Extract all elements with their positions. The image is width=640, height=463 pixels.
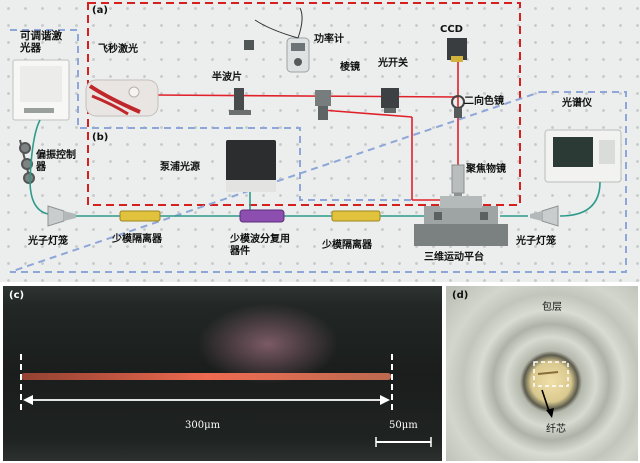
- box-b: [9, 29, 627, 273]
- waveguide-drawing: [20, 304, 432, 447]
- label-wdm: 少模波分复用器件: [230, 234, 290, 257]
- polarization-controller-device: [19, 139, 35, 184]
- fibers: [29, 119, 601, 217]
- panel-label-a: (a): [92, 5, 108, 16]
- label-stage3d: 三维运动平台: [424, 252, 484, 263]
- box-a: [87, 2, 521, 206]
- fs-laser-device: [85, 79, 159, 117]
- label-pump-source: 泵浦光源: [160, 162, 200, 173]
- photonic-lantern-right: [530, 205, 559, 227]
- power-meter-device: [244, 7, 310, 73]
- label-lantern-left: 光子灯笼: [28, 236, 68, 247]
- label-lantern-right: 光子灯笼: [516, 236, 556, 247]
- spectrometer-device: [544, 129, 622, 183]
- scale-label: 50μm: [389, 420, 418, 431]
- label-isolator-right: 少模隔离器: [322, 240, 372, 251]
- label-polarization: 偏振控制器: [36, 150, 76, 173]
- stage3d-device: [414, 196, 508, 246]
- half-wave-plate-device: [229, 88, 251, 115]
- panel-label-d: (d): [452, 290, 469, 301]
- isolator-right-device: [331, 210, 381, 222]
- waveguide-photo-panel: (c) 300μm 50μm: [3, 286, 442, 461]
- panel-label-b: (b): [92, 132, 109, 143]
- shutter-device: [381, 88, 399, 113]
- core-label: 纤芯: [546, 424, 566, 435]
- objective-device: [451, 164, 465, 199]
- label-spectrometer: 光谱仪: [562, 98, 592, 109]
- setup-drawing: [9, 2, 627, 273]
- wdm-device: [239, 209, 285, 223]
- length-label: 300μm: [185, 420, 221, 431]
- core-dashed-box: [533, 361, 569, 387]
- fiber-cross-section-panel: (d) 包层 纤芯: [446, 286, 638, 461]
- photonic-lantern-left: [47, 205, 76, 227]
- setup-panel: (a) (b) 可调谐激光器 飞秒激光 半波片 功率计 棱镜 光开关 CCD 二…: [0, 0, 640, 282]
- label-tunable-laser: 可调谐激光器: [20, 30, 62, 55]
- tunable-laser-device: [12, 59, 70, 121]
- cladding-label: 包层: [542, 302, 562, 313]
- label-isolator-left: 少模隔离器: [112, 234, 162, 245]
- pump-source-device: [226, 140, 276, 192]
- waveguide-trace: [21, 373, 391, 380]
- label-objective: 聚焦物镜: [466, 164, 506, 175]
- cross-section-drawing: [533, 361, 569, 418]
- label-fs-laser: 飞秒激光: [98, 44, 138, 55]
- label-dichroic: 二向色镜: [464, 96, 504, 107]
- dichroic-device: [451, 95, 465, 118]
- label-prism: 棱镜: [340, 62, 360, 73]
- prism-device: [315, 90, 331, 120]
- label-power-meter: 功率计: [314, 34, 344, 45]
- ccd-device: [447, 38, 467, 62]
- label-half-wave: 半波片: [212, 72, 242, 83]
- isolator-left-device: [119, 210, 161, 222]
- laser-beam: [154, 60, 459, 201]
- label-shutter: 光开关: [378, 58, 408, 69]
- label-ccd: CCD: [440, 24, 463, 35]
- panel-label-c: (c): [9, 290, 25, 301]
